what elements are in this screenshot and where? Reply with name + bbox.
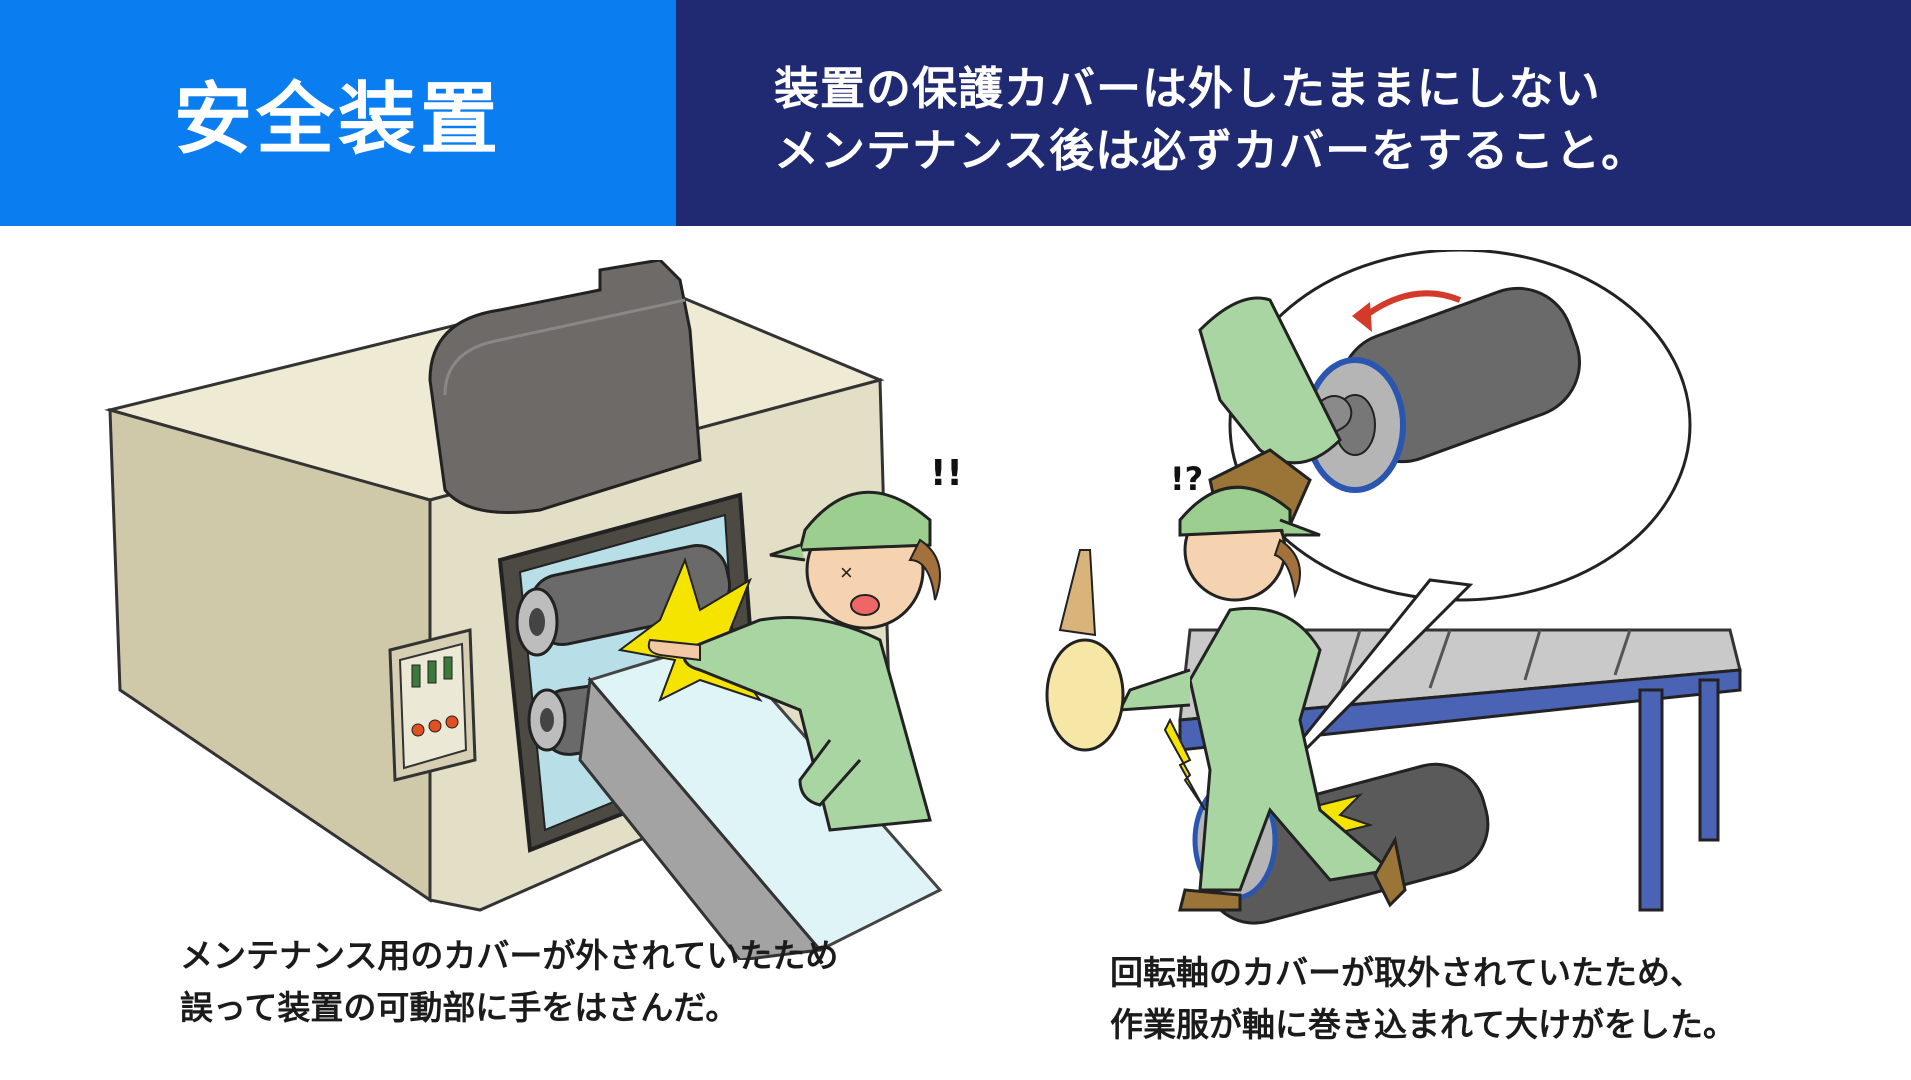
machine-pinch-illustration: × !!	[104, 260, 963, 960]
exclamation-right: !?	[1170, 460, 1203, 498]
open-cover	[428, 260, 702, 514]
left-caption-line-2: 誤って装置の可動部に手をはさんだ。	[180, 988, 739, 1027]
shaft-entanglement-illustration: !?	[1045, 250, 1742, 925]
worker-entangled: !?	[1045, 460, 1407, 912]
svg-text:×: ×	[840, 560, 853, 585]
header-banner: 安全装置 装置の保護カバーは外したままにしない メンテナンス後は必ずカバーをする…	[0, 0, 1911, 226]
worker-caught-hand: × !!	[647, 453, 963, 832]
header-message-line-1: 装置の保護カバーは外したままにしない	[774, 62, 1601, 115]
right-caption-line-1: 回転軸のカバーが取外されていたため、	[1110, 953, 1704, 992]
right-caption: 回転軸のカバーが取外されていたため、 作業服が軸に巻き込まれて大けがをした。	[1110, 947, 1736, 1051]
left-caption: メンテナンス用のカバーが外されていたため 誤って装置の可動部に手をはさんだ。	[180, 930, 838, 1034]
left-caption-line-1: メンテナンス用のカバーが外されていたため	[180, 936, 839, 975]
page-title: 安全装置	[173, 75, 502, 165]
shaft-spark-1	[1163, 717, 1206, 811]
control-panel	[388, 628, 477, 782]
header-title-panel: 安全装置	[0, 0, 676, 226]
right-caption-line-2: 作業服が軸に巻き込まれて大けがをした。	[1110, 1005, 1737, 1044]
exclamation-left: !!	[930, 453, 963, 494]
header-message-line-2: メンテナンス後は必ずカバーをすること。	[774, 124, 1648, 177]
header-message-panel: 装置の保護カバーは外したままにしない メンテナンス後は必ずカバーをすること。	[676, 0, 1911, 226]
